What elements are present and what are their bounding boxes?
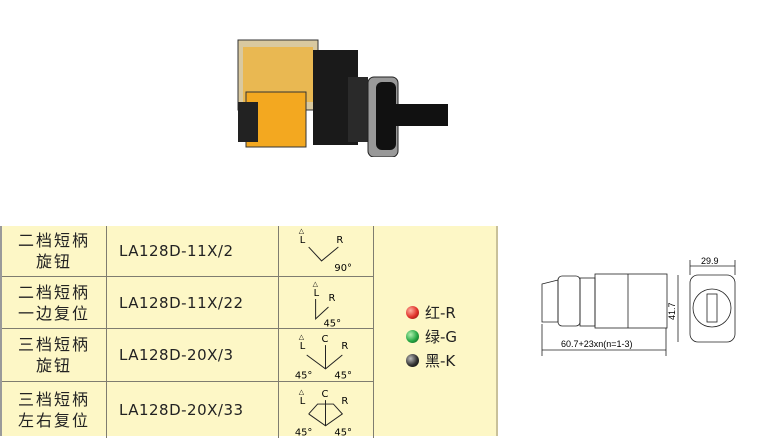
table-row: 三档短柄左右复位 LA128D-20X/33 △ L C R 45° 45° xyxy=(2,382,374,438)
height-dimension: 41.7 xyxy=(667,302,677,320)
diagram-angle-right: 45° xyxy=(334,371,352,381)
type-line2: 旋钮 xyxy=(35,356,72,375)
color-option-black: 黑-K xyxy=(406,348,498,372)
type-line2: 左右复位 xyxy=(17,411,90,430)
svg-text:△: △ xyxy=(313,280,319,288)
table-row: 二档短柄旋钮 LA128D-11X/2 △ L R 90° xyxy=(2,226,374,277)
diagram-label-l: L xyxy=(300,396,306,407)
color-label: 黑-K xyxy=(425,351,456,370)
black-dot-icon xyxy=(406,353,419,367)
model-number: LA128D-11X/2 xyxy=(119,242,234,260)
diagram-label-r: R xyxy=(341,396,348,407)
type-line1: 三档短柄 xyxy=(17,390,90,409)
dimension-drawing: 60.7+23xn(n=1-3) 29.9 41.7 xyxy=(541,256,736,356)
diagram-angle-left: 45° xyxy=(295,371,313,381)
diagram-angle: 45° xyxy=(324,318,342,328)
type-line2: 旋钮 xyxy=(35,252,72,271)
model-number: LA128D-11X/22 xyxy=(119,293,244,312)
svg-text:△: △ xyxy=(299,388,305,396)
svg-text:△: △ xyxy=(299,227,305,235)
type-line1: 二档短柄 xyxy=(17,231,90,250)
type-line1: 二档短柄 xyxy=(17,282,90,302)
color-option-red: 红-R xyxy=(406,300,498,324)
position-diagram: △ L R 90° xyxy=(299,227,352,274)
table-row: 三档短柄旋钮 LA128D-20X/3 △ L C R 45° 45° xyxy=(2,329,374,382)
diagram-label-l: L xyxy=(300,235,306,246)
product-table: 二档短柄旋钮 LA128D-11X/2 △ L R 90° 二档短柄一边复位 L… xyxy=(0,226,498,438)
red-dot-icon xyxy=(406,305,419,319)
type-cell: 二档短柄旋钮 xyxy=(2,226,107,276)
color-option-green: 绿-G xyxy=(406,324,498,348)
diagram-label-r: R xyxy=(328,293,335,304)
type-line1: 三档短柄 xyxy=(17,335,90,354)
diagram-label-r: R xyxy=(341,341,348,352)
model-number: LA128D-20X/3 xyxy=(119,346,234,364)
length-dimension: 60.7+23xn(n=1-3) xyxy=(561,339,633,349)
color-label: 绿-G xyxy=(425,327,458,346)
type-line2: 一边复位 xyxy=(17,303,90,323)
svg-text:△: △ xyxy=(299,333,305,341)
green-dot-icon xyxy=(406,329,419,343)
position-diagram: △ L C R 45° 45° xyxy=(295,333,352,381)
diagram-label-c: C xyxy=(322,334,329,345)
product-photo xyxy=(237,39,448,157)
color-options: 红-R 绿-G 黑-K xyxy=(374,226,498,436)
diagram-angle: 90° xyxy=(334,263,352,274)
color-label: 红-R xyxy=(425,303,456,322)
model-number: LA128D-20X/33 xyxy=(119,401,244,419)
diagram-label-c: C xyxy=(322,389,329,400)
position-diagram: △ L C R 45° 45° xyxy=(295,388,352,436)
diagram-label-l: L xyxy=(300,341,306,352)
position-diagram: △ L R 45° xyxy=(313,280,342,329)
width-dimension: 29.9 xyxy=(701,256,719,266)
diagram-label-l: L xyxy=(314,288,320,299)
diagram-label-r: R xyxy=(336,235,343,246)
table-row: 二档短柄一边复位 LA128D-11X/22 △ L R 45° xyxy=(2,277,374,329)
